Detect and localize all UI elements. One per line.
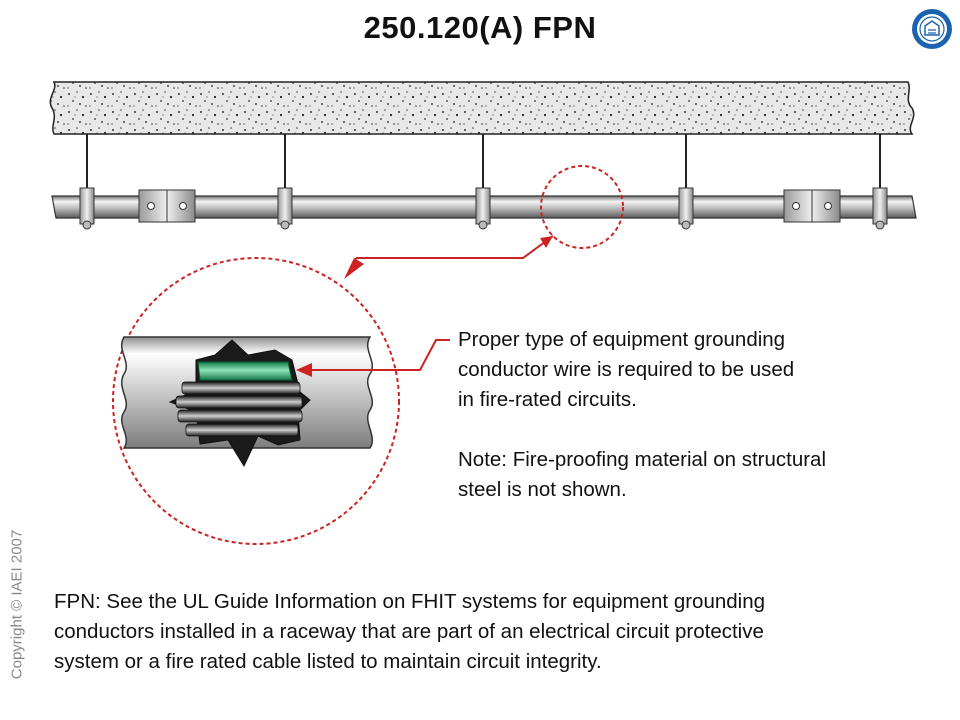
fpn-line: system or a fire rated cable listed to m… [54, 650, 602, 673]
raceway-diagram [49, 81, 917, 545]
callout-pointer [296, 339, 450, 377]
concrete-slab [49, 81, 915, 135]
enlarged-detail-circle [112, 257, 400, 545]
cutaway-raceway [121, 336, 373, 468]
callout-text: Proper type of equipment grounding condu… [458, 325, 938, 505]
hanger-rods [86, 134, 881, 192]
pipe-straps [79, 187, 888, 230]
fpn-text: FPN: See the UL Guide Information on FHI… [54, 587, 944, 677]
page-title: 250.120(A) FPN [363, 10, 597, 45]
callout-line: in fire-rated circuits. [458, 388, 637, 411]
detail-arrow [344, 235, 554, 279]
iaei-seal-icon [912, 9, 952, 49]
callout-line: conductor wire is required to be used [458, 358, 795, 381]
callout-line: Proper type of equipment grounding [458, 328, 786, 351]
fpn-line: conductors installed in a raceway that a… [54, 620, 764, 643]
copyright-notice: Copyright © IAEI 2007 [8, 529, 26, 680]
note-line: Note: Fire-proofing material on structur… [458, 448, 827, 471]
detail-marker-circle [540, 165, 624, 249]
pipe-couplings [138, 189, 841, 223]
grounding-conductor [197, 361, 293, 381]
note-line: steel is not shown. [458, 478, 627, 501]
fpn-line: FPN: See the UL Guide Information on FHI… [54, 590, 766, 613]
conductors [175, 381, 303, 437]
